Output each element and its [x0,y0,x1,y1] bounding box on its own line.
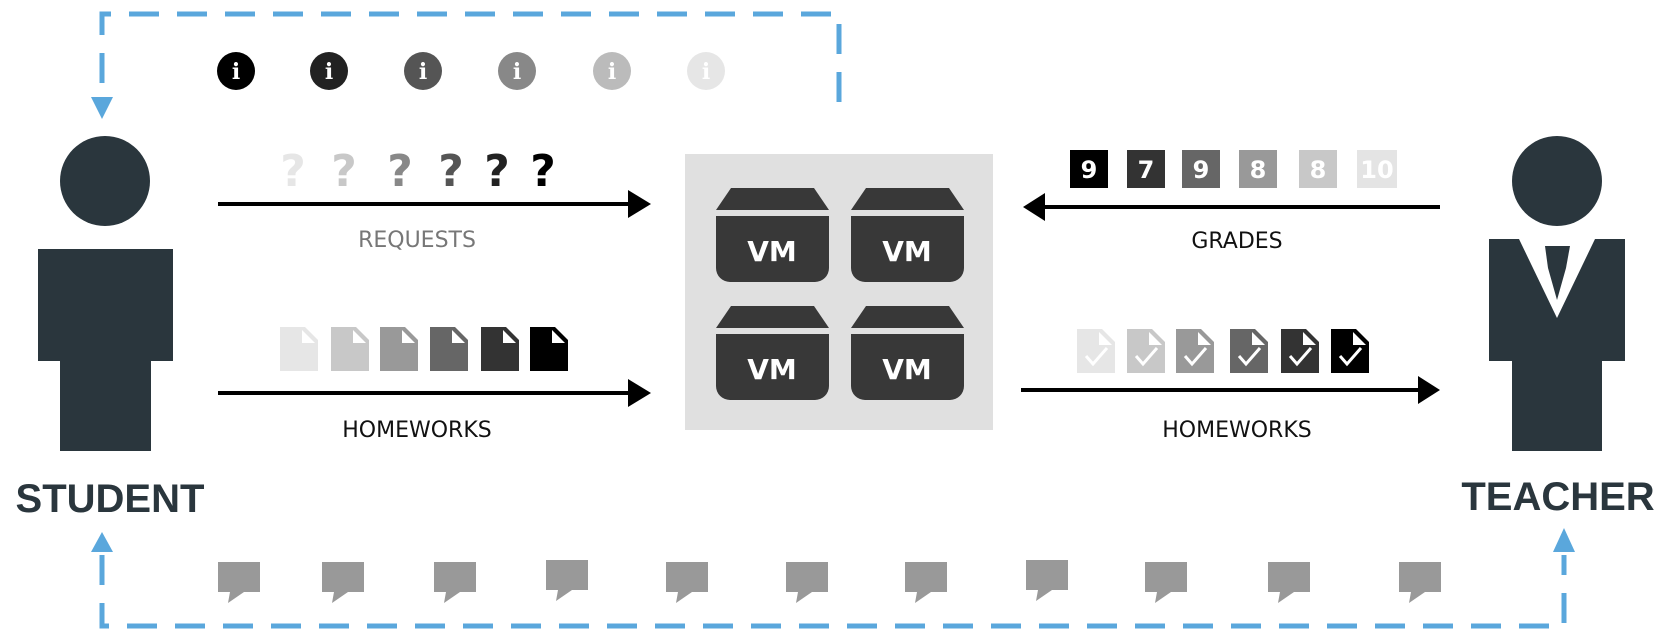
document-icon [380,327,418,371]
grade-badge: 7 [1127,150,1165,188]
grades-arrow [1023,193,1440,221]
checked-document-icon [1127,329,1165,373]
chat-bubbles-row [218,560,1441,603]
question-mark-icon: ? [387,146,413,197]
requests-label: REQUESTS [358,228,476,253]
question-mark-icon: ? [484,146,510,197]
grade-value: 7 [1138,156,1155,184]
checked-document-icon [1281,329,1319,373]
info-icon: i [310,52,348,90]
svg-text:i: i [232,59,240,85]
chat-bubble-icon [218,562,260,603]
requests-arrow [218,190,651,218]
chat-bubble-icon [434,562,476,603]
chat-bubble-icon [1268,562,1310,603]
checked-document-icon [1230,329,1268,373]
homeworks-out-label: HOMEWORKS [1162,418,1312,443]
grade-value: 9 [1081,156,1098,184]
chat-bubble-icon [786,562,828,603]
document-icons-row [280,327,568,371]
svg-text:i: i [702,59,710,85]
info-icon: i [687,52,725,90]
document-icon [430,327,468,371]
vm-label: VM [747,235,797,268]
document-icon [481,327,519,371]
homeworks-in-label: HOMEWORKS [342,418,492,443]
document-icon [331,327,369,371]
top-loop-arrowhead [91,97,113,119]
grade-value: 8 [1250,156,1267,184]
student-figure-icon [38,136,173,451]
checked-document-icons-row [1077,329,1369,373]
question-mark-icon: ? [331,146,357,197]
svg-text:i: i [325,59,333,85]
chat-bubble-icon [905,562,947,603]
vm-grid: VM VM VM VM [716,188,964,400]
vm-label: VM [882,353,932,386]
document-icon [530,327,568,371]
vm-icon: VM [851,188,964,282]
bottom-loop-arrowhead-student [91,532,113,552]
question-mark-icon: ? [280,146,306,197]
checked-document-icon [1077,329,1115,373]
homeworks-in-arrow [218,379,651,407]
grade-badges-row: 9 7 9 8 8 10 [1070,150,1397,188]
info-icon: i [217,52,255,90]
question-mark-icon: ? [438,146,464,197]
question-mark-icon: ? [530,146,556,197]
student-label: STUDENT [16,477,205,521]
grade-value: 8 [1310,156,1327,184]
document-icon [280,327,318,371]
info-icon: i [593,52,631,90]
chat-bubble-icon [322,562,364,603]
grade-badge: 9 [1070,150,1108,188]
chat-bubble-icon [1026,560,1068,601]
info-icon: i [404,52,442,90]
svg-text:i: i [608,59,616,85]
vm-icon: VM [716,188,829,282]
grade-value: 10 [1360,156,1393,184]
vm-label: VM [747,353,797,386]
vm-icon: VM [851,306,964,400]
grade-badge: 8 [1299,150,1337,188]
info-icon: i [498,52,536,90]
chat-bubble-icon [1145,562,1187,603]
homeworks-out-arrow [1021,376,1440,404]
grade-value: 9 [1193,156,1210,184]
grade-badge: 8 [1239,150,1277,188]
grade-badge: 9 [1182,150,1220,188]
chat-bubble-icon [666,562,708,603]
teacher-figure-icon [1489,136,1625,451]
vm-label: VM [882,235,932,268]
svg-text:i: i [419,59,427,85]
chat-bubble-icon [1399,562,1441,603]
vm-icon: VM [716,306,829,400]
teacher-label: TEACHER [1461,475,1654,519]
bottom-loop-arrowhead-teacher [1553,528,1575,552]
grades-label: GRADES [1191,229,1282,254]
checked-document-icon [1176,329,1214,373]
question-icons-row: ?????? [280,146,556,197]
grade-badge: 10 [1357,150,1397,188]
svg-text:i: i [513,59,521,85]
checked-document-icon [1331,329,1369,373]
chat-bubble-icon [546,560,588,601]
bottom-feedback-loop [99,555,1567,629]
top-feedback-loop [99,11,842,102]
